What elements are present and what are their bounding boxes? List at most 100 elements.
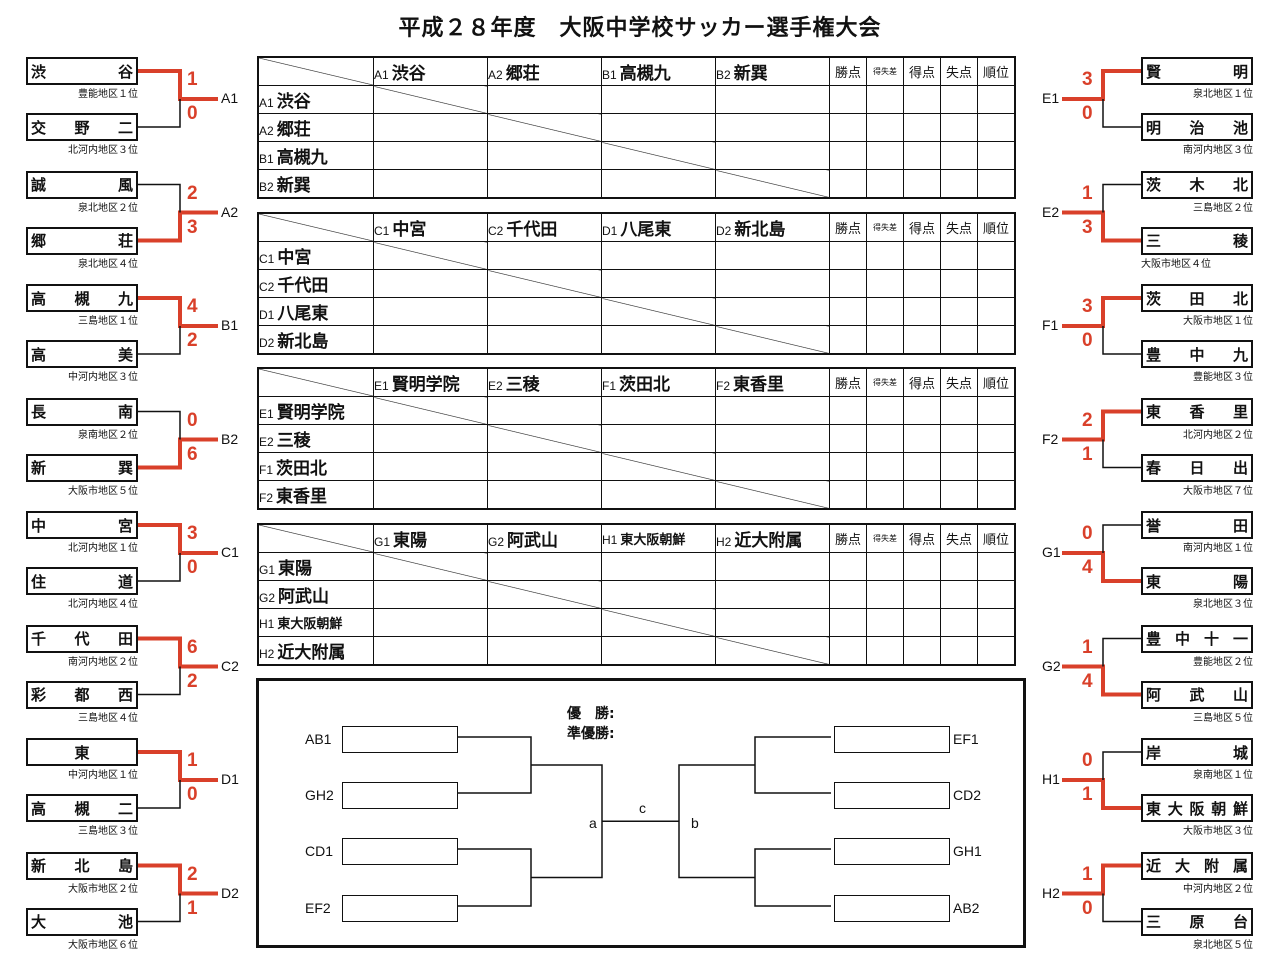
team-box: 東大阪朝鮮 [1141,794,1253,822]
team-name-char: 豊 [1146,345,1162,364]
team-name-char: 近 [1146,857,1162,875]
region-label: 大阪市地区７位 [1183,485,1253,497]
result-cell [715,241,830,270]
winner-path [1062,296,1141,328]
team-box: 阿武山 [1141,680,1253,709]
team-name-char: 中 [1189,345,1205,364]
stat-cell [977,636,1016,666]
team-code: F1 [259,463,274,477]
stat-cell [829,297,867,326]
region-label: 豊能地区１位 [78,89,138,100]
group-label: A2 [221,203,239,220]
team-name: 阿武山 [278,587,330,607]
group-label: D2 [221,884,239,901]
stat-cell [866,85,904,114]
stat-cell [829,480,867,510]
result-cell [487,480,602,510]
stat-header: 勝点 [829,56,867,86]
team-box: 渋谷 [26,57,138,85]
loser-path [1102,326,1141,355]
group-label: H1 [1042,771,1060,787]
team-name-char: 城 [1232,743,1248,762]
region-label: 南河内地区２位 [68,656,138,668]
team-name-char: 東 [1146,403,1162,421]
result-cell [715,85,830,114]
stat-cell [829,141,867,170]
stat-cell [903,480,941,510]
final-slot-box [342,726,458,753]
region-label: 大阪市地区４位 [1141,258,1211,270]
stat-cell [977,452,1016,481]
team-code: A1 [259,96,274,110]
loser-path [1102,439,1141,469]
team-code: F2 [259,491,274,505]
final-slot-label: EF1 [953,731,979,747]
team-name-char: 池 [1232,118,1248,137]
stat-cell [940,297,978,326]
stat-header: 勝点 [829,212,867,242]
team-code: D2 [716,224,732,238]
group-label: E1 [1042,90,1060,106]
stat-header: 得点 [903,56,941,86]
score-top: 3 [1082,69,1093,90]
team-name-char: 武 [1189,686,1205,704]
score-top: 1 [187,750,198,771]
stat-cell [866,325,904,355]
team-box: 千代田 [26,624,138,653]
team-name-char: 高 [31,345,47,364]
team-name: 八尾東 [620,220,672,240]
team-name: 東香里 [276,487,328,507]
region-label: 南河内地区３位 [1183,145,1253,156]
team-name-char: 九 [117,289,133,308]
team-code: D2 [259,336,275,350]
stat-cell [940,325,978,355]
stat-cell [829,452,867,481]
stat-cell [903,269,941,298]
stat-cell [977,608,1016,637]
score-top: 0 [187,409,198,431]
self-match-cell [715,480,830,510]
result-cell [601,636,716,666]
team-name-char: 道 [117,572,133,591]
team-code: H1 [259,617,275,631]
team-name: 高槻九 [276,148,328,168]
region-label: 北河内地区３位 [68,145,138,156]
stat-cell [903,297,941,326]
team-box: 茨木北 [1141,170,1253,199]
result-cell [487,636,602,666]
stat-header: 失点 [940,212,978,242]
winner-path [138,210,218,243]
self-match-cell [715,169,830,199]
team-name-char: 出 [1232,459,1248,477]
team-name-char: 田 [1232,516,1248,535]
score-bottom: 1 [1082,784,1093,805]
team-name-char: 誉 [1146,516,1162,535]
team-name-char: 香 [1189,403,1205,421]
self-match-cell [373,552,488,581]
final-slot-box [834,726,950,753]
stat-header: 得点 [903,212,941,242]
self-match-cell [715,636,830,666]
team-box: 誉田 [1141,511,1253,539]
region-label: 北河内地区４位 [68,599,138,610]
region-label: 中河内地区２位 [1183,883,1253,895]
result-cell [373,297,488,326]
score-bottom: 0 [1082,330,1093,351]
team-name-char: 稜 [1232,232,1248,250]
loser-path [1102,637,1141,667]
score-top: 0 [1082,750,1093,771]
stat-cell [903,396,941,425]
team-name: 新北島 [734,220,786,240]
team-box: 賢明 [1141,57,1253,85]
team-box: 高美 [26,340,138,368]
stat-cell [866,169,904,199]
